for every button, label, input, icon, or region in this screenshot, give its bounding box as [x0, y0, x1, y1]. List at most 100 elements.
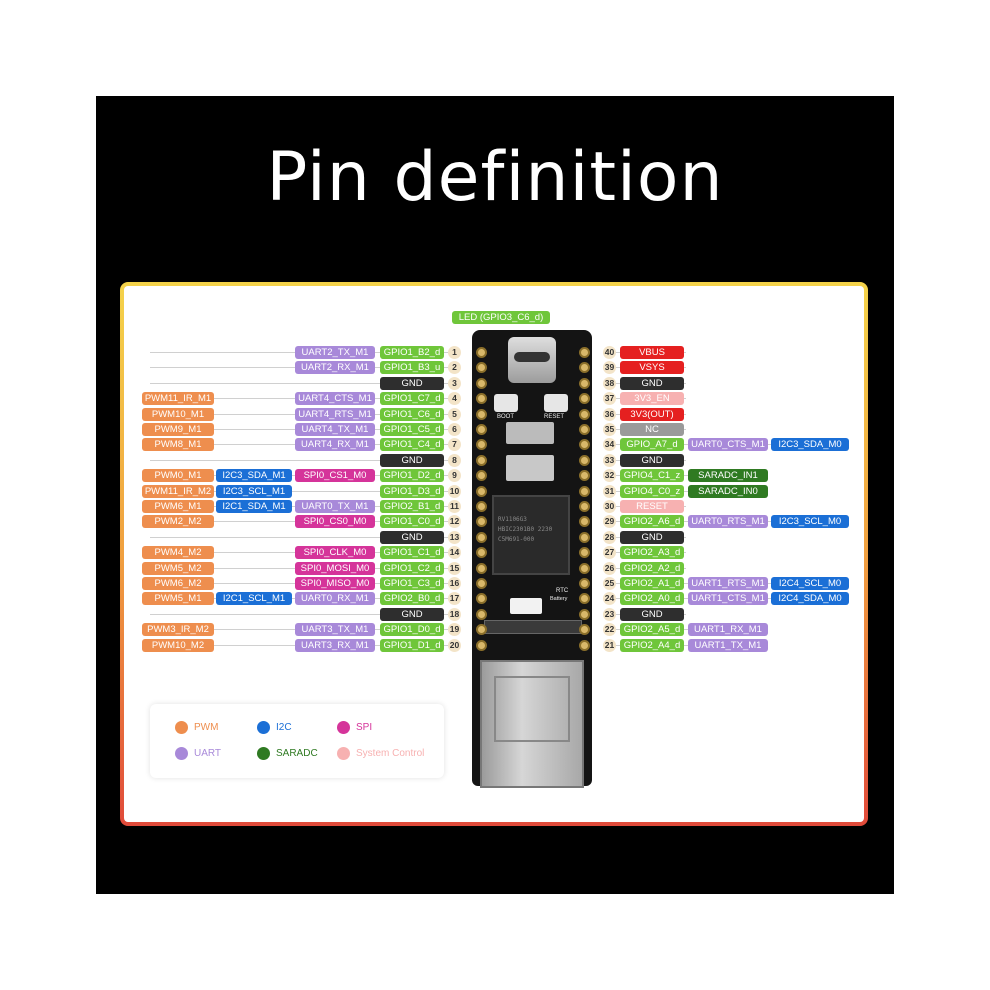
pin-20-name: GPIO1_D1_d — [380, 639, 444, 652]
pin-17-name: GPIO2_B0_d — [380, 592, 444, 605]
pin-34-func2: I2C3_SDA_M0 — [771, 438, 849, 451]
pin-27-name: GPIO2_A3_d — [620, 546, 684, 559]
usb-c-slot — [514, 352, 550, 362]
pin-1-func1: UART2_TX_M1 — [295, 346, 375, 359]
pin-19-name: GPIO1_D0_d — [380, 623, 444, 636]
pin-24-number: 24 — [603, 592, 616, 605]
pin-25-name: GPIO2_A1_d — [620, 577, 684, 590]
legend-pwm-label: PWM — [194, 722, 219, 733]
legend-pwm-swatch — [175, 721, 188, 734]
pin-1-name: GPIO1_B2_d — [380, 346, 444, 359]
pin-39-number: 39 — [603, 361, 616, 374]
pin-19-pad — [476, 624, 487, 635]
pin-7-func1: UART4_RX_M1 — [295, 438, 375, 451]
chip-marking: RV1106G3 HBIC2301B0 2230 C5M691-000 — [498, 515, 568, 545]
pin-19-func1: UART3_TX_M1 — [295, 623, 375, 636]
pin-9-name: GPIO1_D2_d — [380, 469, 444, 482]
sd-slot — [506, 422, 554, 444]
pin-32-func1: SARADC_IN1 — [688, 469, 768, 482]
pin-11-func2: I2C1_SDA_M1 — [216, 500, 292, 513]
pin-19-number: 19 — [448, 623, 461, 636]
pin-17-pad — [476, 593, 487, 604]
pin-30-pad — [579, 501, 590, 512]
pin-7-name: GPIO1_C4_d — [380, 438, 444, 451]
reset-label: RESET — [544, 414, 565, 420]
pin-35-name: NC — [620, 423, 684, 436]
pin-28-number: 28 — [603, 531, 616, 544]
pin-36-number: 36 — [603, 408, 616, 421]
boot-button — [494, 394, 518, 412]
pin-8-name: GND — [380, 454, 444, 467]
pin-34-name: GPIO_A7_d — [620, 438, 684, 451]
pin-22-pad — [579, 624, 590, 635]
pin-38-pad — [579, 378, 590, 389]
pin-13-number: 13 — [448, 531, 461, 544]
pin-37-name: 3V3_EN — [620, 392, 684, 405]
pin-2-name: GPIO1_B3_u — [380, 361, 444, 374]
pin-7-pad — [476, 439, 487, 450]
pin-18-connector-line — [150, 614, 450, 615]
pin-27-number: 27 — [603, 546, 616, 559]
pin-24-pad — [579, 593, 590, 604]
pin-10-pad — [476, 486, 487, 497]
pin-17-func1: UART0_RX_M1 — [295, 592, 375, 605]
pin-29-func1: UART0_RTS_M1 — [688, 515, 768, 528]
pin-12-pad — [476, 516, 487, 527]
pin-5-func3: PWM10_M1 — [142, 408, 214, 421]
pin-23-name: GND — [620, 608, 684, 621]
legend: PWM I2C SPI UART SARADC System Control — [150, 704, 444, 778]
legend-uart-label: UART — [194, 748, 222, 759]
led-label: LED (GPIO3_C6_d) — [452, 311, 550, 324]
pin-4-name: GPIO1_C7_d — [380, 392, 444, 405]
reset-button — [544, 394, 568, 412]
pin-12-name: GPIO1_C0_d — [380, 515, 444, 528]
ethernet-jack — [480, 660, 584, 788]
pin-1-pad — [476, 347, 487, 358]
pin-22-number: 22 — [603, 623, 616, 636]
pin-33-name: GND — [620, 454, 684, 467]
pin-5-name: GPIO1_C6_d — [380, 408, 444, 421]
pin-31-func1: SARADC_IN0 — [688, 485, 768, 498]
pin-10-func2: I2C3_SCL_M1 — [216, 485, 292, 498]
pin-15-pad — [476, 563, 487, 574]
pin-14-number: 14 — [448, 546, 461, 559]
pin-12-number: 12 — [448, 515, 461, 528]
pin-36-name: 3V3(OUT) — [620, 408, 684, 421]
pin-26-number: 26 — [603, 562, 616, 575]
pin-25-func1: UART1_RTS_M1 — [688, 577, 768, 590]
pin-18-number: 18 — [448, 608, 461, 621]
pin-39-pad — [579, 362, 590, 373]
legend-saradc-label: SARADC — [276, 748, 318, 759]
pin-40-number: 40 — [603, 346, 616, 359]
pin-24-name: GPIO2_A0_d — [620, 592, 684, 605]
pin-10-func3: PWM11_IR_M2 — [142, 485, 214, 498]
pin-24-func2: I2C4_SDA_M0 — [771, 592, 849, 605]
pin-40-pad — [579, 347, 590, 358]
pin-8-pad — [476, 455, 487, 466]
pin-31-pad — [579, 486, 590, 497]
pin-29-name: GPIO2_A6_d — [620, 515, 684, 528]
page-title: Pin definition — [266, 138, 724, 217]
boot-label: BOOT — [497, 414, 515, 420]
pin-34-pad — [579, 439, 590, 450]
chip-line-2: HBIC2301B0 2230 — [498, 526, 553, 533]
pin-6-pad — [476, 424, 487, 435]
pin-25-func2: I2C4_SCL_M0 — [771, 577, 849, 590]
pin-6-name: GPIO1_C5_d — [380, 423, 444, 436]
rtc-label: RTC — [556, 588, 569, 594]
pin-35-number: 35 — [603, 423, 616, 436]
pin-11-name: GPIO2_B1_d — [380, 500, 444, 513]
pin-28-name: GND — [620, 531, 684, 544]
pin-25-number: 25 — [603, 577, 616, 590]
chip-line-1: RV1106G3 — [498, 516, 527, 523]
pin-26-name: GPIO2_A2_d — [620, 562, 684, 575]
pin-21-name: GPIO2_A4_d — [620, 639, 684, 652]
pin-18-pad — [476, 609, 487, 620]
pin-29-pad — [579, 516, 590, 527]
legend-saradc-swatch — [257, 747, 270, 760]
pin-24-func1: UART1_CTS_M1 — [688, 592, 768, 605]
pin-4-func3: PWM11_IR_M1 — [142, 392, 214, 405]
pin-9-pad — [476, 470, 487, 481]
pin-28-pad — [579, 532, 590, 543]
pin-16-func1: SPI0_MISO_M0 — [295, 577, 375, 590]
